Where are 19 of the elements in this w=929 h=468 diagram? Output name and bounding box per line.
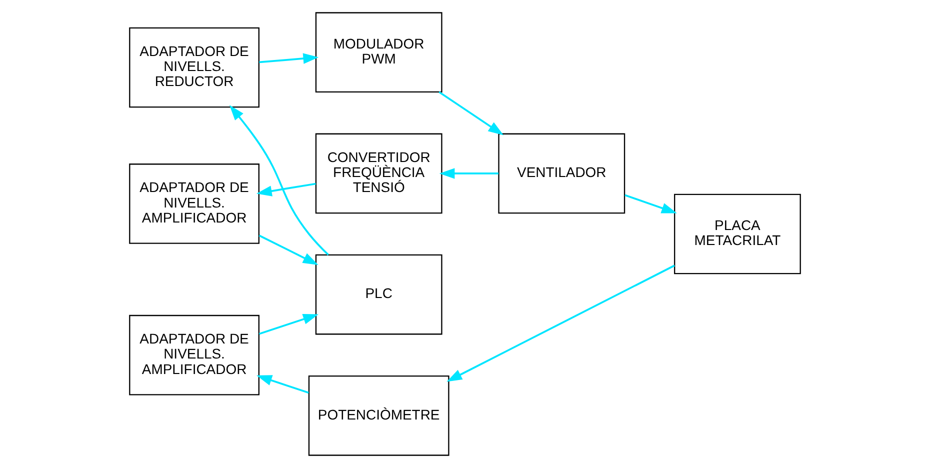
node-box: PLC bbox=[314, 254, 442, 335]
arrow bbox=[256, 375, 308, 394]
node-box: MODULADOR PWM bbox=[314, 12, 442, 93]
arrow bbox=[256, 182, 316, 196]
arrow bbox=[228, 105, 328, 256]
node-box: POTENCIÒMETRE bbox=[308, 375, 449, 456]
arrow bbox=[624, 194, 676, 214]
arrow bbox=[446, 264, 674, 382]
node-box: CONVERTIDOR FREQÜÈNCIA TENSIÓ bbox=[314, 133, 442, 214]
node-box: ADAPTADOR DE NIVELLS. AMPLIFICADOR bbox=[128, 164, 259, 244]
arrow bbox=[438, 91, 504, 136]
arrow bbox=[258, 234, 318, 265]
arrow bbox=[438, 168, 498, 179]
arrow bbox=[258, 314, 318, 335]
node-box: ADAPTADOR DE NIVELLS. REDUCTOR bbox=[128, 27, 259, 108]
node-box: VENTILADOR bbox=[498, 133, 625, 214]
node-box: ADAPTADOR DE NIVELLS. AMPLIFICADOR bbox=[128, 314, 259, 396]
node-box: PLACA METACRILAT bbox=[674, 194, 800, 274]
arrow bbox=[258, 53, 318, 64]
